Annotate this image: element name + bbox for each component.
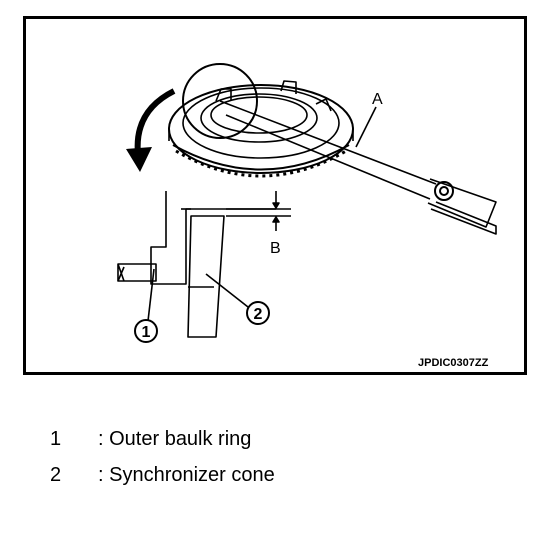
legend-number: 2 [50,464,62,486]
legend-number: 1 [50,428,62,450]
leader-a [355,106,377,148]
leader-1 [147,268,155,322]
synchronizer-illustration: A B 1 2 JPDIC0307ZZ [117,63,497,369]
callout-1-circle [134,319,158,343]
curved-arrow [134,88,176,155]
synchronizer-cone-section [181,208,225,338]
callout-2-number: 2 [254,306,263,323]
detail-circle [182,63,258,139]
callout-1-number: 1 [142,324,151,341]
synchronizer-ring [168,80,354,178]
callout-2-circle [246,301,270,325]
label-a: A [372,91,383,108]
dimension-b [226,191,291,231]
label-b: B [270,240,281,257]
legend-text: : Outer baulk ring [98,428,252,450]
feeler-gauge-tool [219,100,497,235]
leader-2 [205,273,249,308]
legend-text: : Synchronizer cone [98,464,275,486]
figure-code: JPDIC0307ZZ [418,357,489,369]
illustration-frame: A B 1 2 JPDIC0307ZZ [23,16,527,375]
